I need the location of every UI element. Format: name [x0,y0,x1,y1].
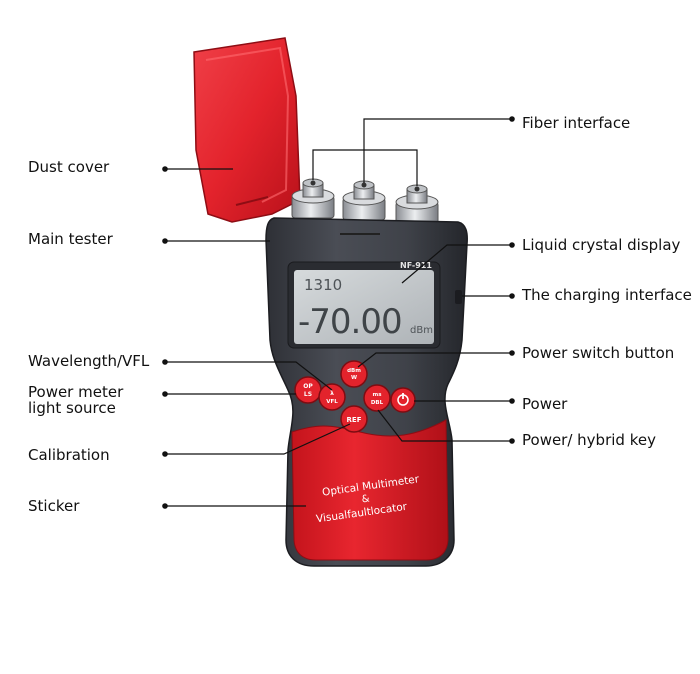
label-lcd: Liquid crystal display [522,236,681,254]
label-power-meter: Power meter light source [28,384,123,416]
fiber-connector-middle[interactable] [342,180,386,221]
fiber-connector-left[interactable] [291,178,335,219]
lcd-top-reading: 1310 [304,276,342,294]
leader-lines [162,116,515,509]
label-power: Power [522,395,568,413]
key-ref[interactable]: REF [340,405,368,433]
keypad: dBm W OP LS λ VFL ms DBL REF [294,360,416,433]
dust-cover[interactable] [193,37,301,223]
svg-text:REF: REF [347,416,362,424]
sticker-panel: Optical Multimeter & Visualfaultlocator [291,419,449,561]
svg-text:LS: LS [304,391,312,398]
model-label: NF-911 [400,261,432,270]
svg-text:dBm: dBm [347,368,361,374]
label-power-meter-line2: light source [28,399,116,417]
svg-text:W: W [351,375,357,381]
label-power-meter-line1: Power meter [28,383,124,401]
label-fiber-interface: Fiber interface [522,114,631,132]
fiber-connectors [291,178,439,225]
key-ms-dbl[interactable]: ms DBL [363,384,391,412]
label-wavelength-vfl: Wavelength/VFL [28,352,150,370]
charging-port[interactable] [455,290,462,304]
lcd-main-reading: -70.00 [298,302,402,342]
svg-text:ms: ms [372,392,382,398]
label-main-tester: Main tester [28,230,113,248]
label-sticker: Sticker [28,497,80,515]
svg-text:OP: OP [303,383,313,390]
label-dust-cover: Dust cover [28,158,110,176]
label-calibration: Calibration [28,446,110,464]
lcd-unit: dBm [410,325,433,336]
key-lambda-vfl[interactable]: λ VFL [318,383,346,411]
svg-text:DBL: DBL [371,400,384,406]
fiber-connector-right[interactable] [395,184,439,225]
sticker-text-line2: & [361,494,370,506]
lcd-screen: NF-911 1310 -70.00 dBm [287,261,441,349]
svg-text:VFL: VFL [326,399,338,405]
label-power-hybrid-key: Power/ hybrid key [522,431,656,449]
svg-text:λ: λ [330,390,334,397]
key-dbm-w[interactable]: dBm W [340,360,368,388]
key-power[interactable] [390,387,416,413]
label-charging-interface: The charging interface [522,286,692,304]
label-power-switch-button: Power switch button [522,344,675,362]
key-op-ls[interactable]: OP LS [294,376,322,404]
